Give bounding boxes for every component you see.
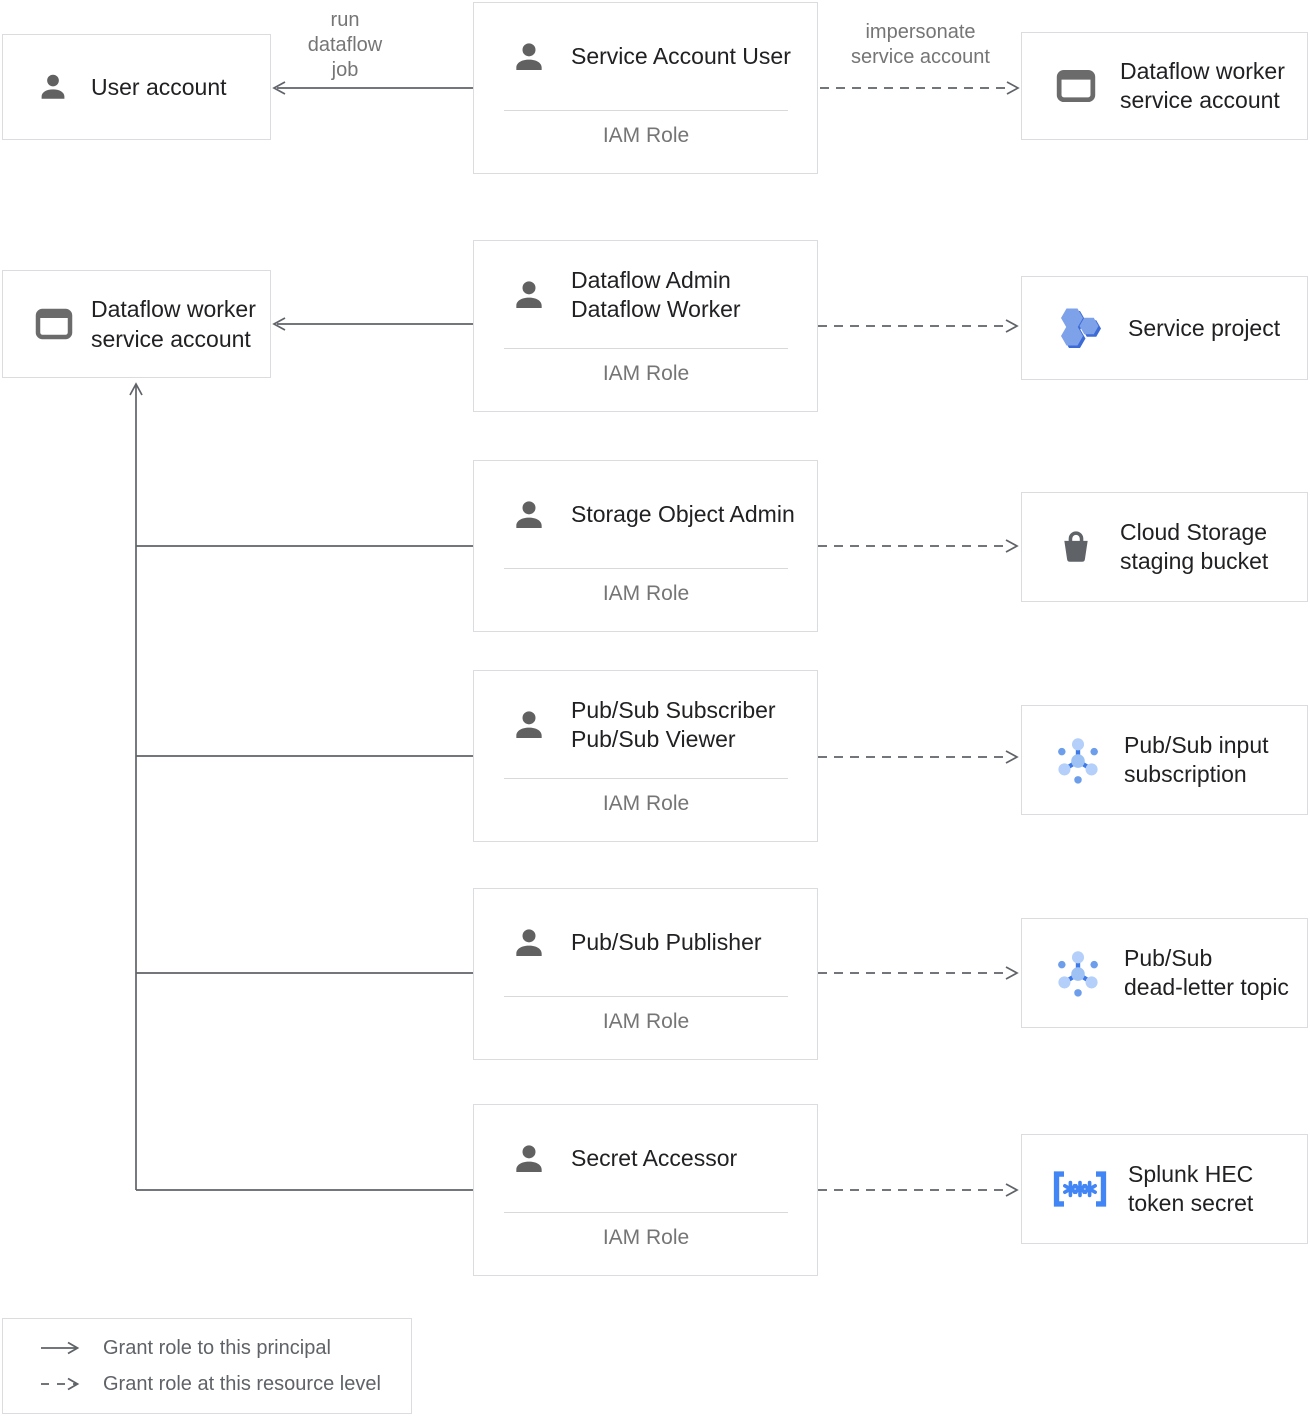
dashed-arrow-icon — [39, 1376, 85, 1392]
resource-label: Pub/Sub dead-letter topic — [1124, 944, 1289, 1002]
iam-role-label: IAM Role — [602, 792, 690, 815]
node-label-line: Dataflow worker — [91, 296, 256, 322]
arrowhead-left-icon — [272, 317, 286, 331]
resource-label-line: subscription — [1124, 761, 1247, 787]
pubsub-icon — [1056, 736, 1100, 784]
resource-dataflow-worker-service-account: Dataflow worker service account — [1021, 32, 1308, 140]
legend-row-solid: Grant role to this principal — [39, 1337, 411, 1360]
resource-splunk-hec-token-secret: Splunk HEC token secret — [1021, 1134, 1308, 1244]
arrowhead-right-icon — [1005, 750, 1019, 764]
iam-role-label: IAM Role — [602, 582, 690, 605]
resource-label-line: staging bucket — [1120, 548, 1269, 574]
person-icon — [509, 923, 549, 963]
resource-service-project: Service project — [1021, 276, 1308, 380]
node-label: User account — [91, 74, 227, 100]
arrowhead-right-icon — [1006, 81, 1020, 95]
role-title-line: Service Account User — [571, 43, 791, 69]
solid-arrow-icon — [39, 1340, 85, 1356]
arrowhead-right-icon — [1005, 966, 1019, 980]
role-box-secret-accessor: Secret Accessor IAM Role — [473, 1104, 818, 1276]
role-title-line: Pub/Sub Publisher — [571, 929, 762, 955]
edge-label-line: service account — [851, 46, 990, 68]
resource-label: Pub/Sub input subscription — [1124, 731, 1269, 789]
node-label: Dataflow worker service account — [91, 294, 256, 354]
person-icon — [509, 275, 549, 315]
arrowhead-right-icon — [1005, 539, 1019, 553]
role-title-line: Dataflow Worker — [571, 295, 741, 322]
legend-label: Grant role at this resource level — [103, 1372, 381, 1395]
resource-label-line: Pub/Sub — [1124, 945, 1213, 971]
arrowhead-right-icon — [1005, 319, 1019, 333]
resource-label-line: dead-letter topic — [1124, 974, 1289, 1000]
divider — [504, 996, 788, 997]
resource-label: Splunk HEC token secret — [1128, 1160, 1253, 1218]
divider — [504, 778, 788, 779]
edge-label-line: impersonate — [865, 21, 976, 43]
resource-label: Service project — [1128, 314, 1280, 343]
person-icon — [509, 495, 549, 535]
divider — [504, 110, 788, 111]
iam-role-label: IAM Role — [602, 124, 690, 147]
resource-label-line: Cloud Storage — [1120, 519, 1268, 545]
resource-label-line: Dataflow worker — [1120, 58, 1285, 84]
role-box-pubsub-subscriber-viewer: Pub/Sub Subscriber Pub/Sub Viewer IAM Ro… — [473, 670, 818, 842]
resource-label-line: Service project — [1128, 314, 1281, 341]
edge-label-impersonate: impersonate service account — [838, 20, 1003, 70]
arrowhead-left-icon — [272, 81, 286, 95]
node-user-account: User account — [2, 34, 271, 140]
resource-label: Dataflow worker service account — [1120, 57, 1285, 115]
role-box-storage-object-admin: Storage Object Admin IAM Role — [473, 460, 818, 632]
project-icon — [1056, 305, 1104, 351]
person-icon — [509, 1139, 549, 1179]
iam-role-label: IAM Role — [602, 1226, 690, 1249]
iam-role-label: IAM Role — [602, 1010, 690, 1033]
arrowhead-right-icon — [1005, 1183, 1019, 1197]
secret-icon — [1048, 1167, 1112, 1211]
iam-role-label: IAM Role — [602, 362, 690, 385]
role-box-service-account-user: Service Account User IAM Role — [473, 2, 818, 174]
service-account-icon — [1056, 69, 1096, 103]
role-title-line: Pub/Sub Subscriber — [571, 696, 776, 723]
edge-label-line: run — [330, 9, 360, 31]
resource-pubsub-input-subscription: Pub/Sub input subscription — [1021, 705, 1308, 815]
role-title-line: Storage Object Admin — [571, 501, 795, 527]
divider — [504, 1212, 788, 1213]
resource-label-line: service account — [1120, 87, 1280, 113]
person-icon — [509, 705, 549, 745]
service-account-icon — [35, 308, 73, 340]
legend: Grant role to this principal Grant role … — [2, 1318, 412, 1414]
resource-cloud-storage-staging-bucket: Cloud Storage staging bucket — [1021, 492, 1308, 602]
bucket-icon — [1056, 527, 1096, 567]
role-title-line: Secret Accessor — [571, 1145, 738, 1171]
legend-row-dashed: Grant role at this resource level — [39, 1373, 411, 1396]
node-dataflow-worker-service-account: Dataflow worker service account — [2, 270, 271, 378]
arrowhead-up-icon — [129, 382, 143, 396]
edge-label-line: job — [331, 59, 359, 81]
edge-label-line: dataflow — [307, 34, 383, 56]
resource-label-line: Splunk HEC — [1128, 1161, 1254, 1187]
role-box-dataflow-admin-worker: Dataflow Admin Dataflow Worker IAM Role — [473, 240, 818, 412]
resource-label: Cloud Storage staging bucket — [1120, 518, 1268, 576]
resource-pubsub-dead-letter-topic: Pub/Sub dead-letter topic — [1021, 918, 1308, 1028]
role-box-pubsub-publisher: Pub/Sub Publisher IAM Role — [473, 888, 818, 1060]
divider — [504, 348, 788, 349]
person-icon — [35, 69, 71, 105]
legend-label: Grant role to this principal — [103, 1336, 331, 1359]
resource-label-line: Pub/Sub input — [1124, 732, 1269, 758]
resource-label-line: token secret — [1128, 1190, 1254, 1216]
role-title-line: Pub/Sub Viewer — [571, 725, 736, 752]
person-icon — [509, 37, 549, 77]
node-label-line: service account — [91, 326, 251, 352]
divider — [504, 568, 788, 569]
role-title-line: Dataflow Admin — [571, 266, 731, 293]
pubsub-icon — [1056, 949, 1100, 997]
edge-label-run-dataflow-job: run dataflow job — [285, 8, 405, 83]
